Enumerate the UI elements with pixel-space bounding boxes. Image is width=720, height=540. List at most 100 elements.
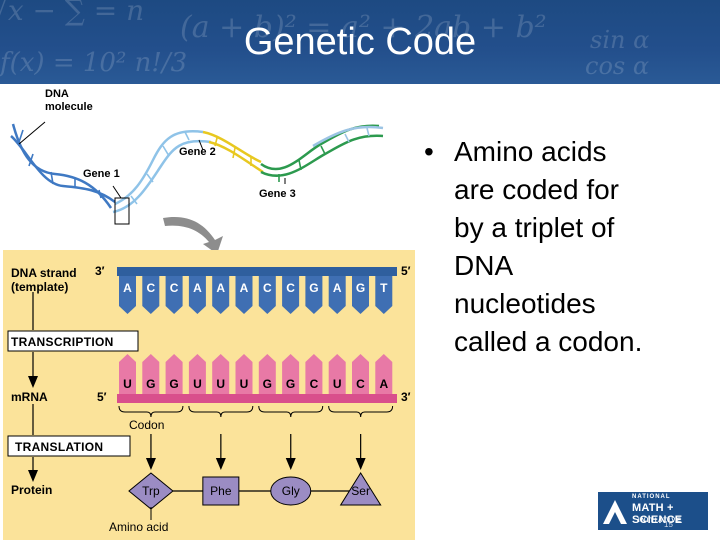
logo-line3: INITIATIVE — [638, 518, 683, 524]
dna-base-letter: A — [193, 281, 202, 295]
mrna-base — [235, 354, 253, 394]
transcription-box — [7, 330, 139, 352]
mrna-base — [212, 354, 230, 394]
mrna-base-letter: U — [193, 377, 202, 391]
dna-base — [165, 276, 183, 314]
mrna-base-letter: C — [310, 377, 319, 391]
prime5-top: 5′ — [401, 264, 411, 278]
dna-base — [258, 276, 276, 314]
decorative-formula: f(x) = 10² n!/3 — [0, 48, 188, 78]
translation-label: TRANSLATION — [15, 440, 104, 454]
dna-base — [305, 276, 323, 314]
mrna-base-letter: C — [356, 377, 365, 391]
amino-acid-name: Phe — [210, 484, 232, 498]
dna-base — [142, 276, 160, 314]
decorative-formula: sin α — [590, 26, 650, 54]
dna-base-letter: G — [309, 281, 318, 295]
dna-base-letter: C — [263, 281, 272, 295]
mrna-base-letter: G — [286, 377, 295, 391]
codon-brace — [328, 405, 394, 418]
codon-braces — [118, 405, 394, 418]
dna-base — [352, 276, 369, 314]
bullet-line: DNA — [454, 250, 514, 281]
amino-acid-name: Ser — [351, 484, 370, 498]
prime5-mrna: 5′ — [97, 390, 107, 404]
codon-brace — [258, 405, 324, 418]
bullet-item: • Amino acids are coded for by a triplet… — [424, 133, 714, 361]
dna-base — [235, 276, 253, 314]
protein-label: Protein — [11, 483, 53, 497]
codon-arrow-head — [215, 458, 226, 470]
dna-base-letter: A — [216, 281, 225, 295]
bullet-line: called a codon. — [454, 326, 643, 357]
prime3-mrna: 3′ — [401, 390, 411, 404]
mrna-base — [305, 354, 323, 394]
dna-strand-label: DNA strand (template) — [11, 266, 77, 294]
mrna-base — [119, 354, 136, 394]
mrna-base — [165, 354, 183, 394]
bullet-dot: • — [424, 136, 434, 167]
dna-strand-bar — [117, 267, 397, 276]
mrna-base — [258, 354, 276, 394]
amino-acid-arrows — [145, 434, 366, 470]
gene-highlight — [114, 197, 130, 225]
mrna-base-letter: G — [263, 377, 272, 391]
mrna-base — [282, 354, 300, 394]
pointer-line — [198, 139, 204, 151]
gene3-label: Gene 3 — [259, 188, 296, 200]
dna-base — [212, 276, 230, 314]
codon-arrow-head — [355, 458, 366, 470]
dna-base — [188, 276, 206, 314]
amino-acid-shape — [339, 472, 382, 506]
codon-arrow-head — [285, 458, 296, 470]
mrna-base — [375, 354, 393, 394]
mrna-base — [352, 354, 369, 394]
dna-base-letter: T — [380, 281, 388, 295]
mrna-label: mRNA — [11, 390, 48, 404]
mrna-base-letter: G — [146, 377, 155, 391]
dna-base — [119, 276, 136, 314]
bullet-list: • Amino acids are coded for by a triplet… — [424, 133, 714, 361]
logo-line2: MATH + SCIENCE — [632, 502, 683, 526]
decorative-formula: (a + b)² = a² + 2ab + b² — [180, 10, 547, 45]
bullet-line: nucleotides — [454, 288, 596, 319]
dna-molecule-label: DNA molecule — [45, 88, 93, 113]
codon-label: Codon — [129, 418, 165, 432]
gene1-label: Gene 1 — [83, 168, 120, 180]
dna-helix — [10, 123, 384, 214]
logo-line1: NATIONAL — [632, 494, 671, 500]
dna-base-letter: A — [240, 281, 249, 295]
amino-acid-label: Amino acid — [109, 520, 169, 534]
codon-arrow-head — [145, 458, 156, 470]
mrna-base-letter: U — [333, 377, 342, 391]
mrna-base-letter: U — [240, 377, 249, 391]
mrna-base-letter: U — [123, 377, 132, 391]
decorative-formula: cos α — [585, 52, 650, 80]
mrna-base — [142, 354, 160, 394]
zoom-arrow — [163, 216, 223, 254]
dna-base-letter: A — [333, 281, 342, 295]
dna-base — [282, 276, 300, 314]
amino-acid-shape — [202, 476, 240, 506]
bullet-line: by a triplet of — [454, 212, 615, 243]
amino-acid-shape — [270, 476, 312, 506]
dna-base-letter: G — [356, 281, 365, 295]
dna-rungs — [18, 127, 370, 205]
mrna-base — [328, 354, 346, 394]
prime3-top: 3′ — [95, 264, 105, 278]
mrna-base-letter: U — [216, 377, 225, 391]
dna-base — [375, 276, 393, 314]
dna-base-letter: C — [286, 281, 295, 295]
nmsi-logo: NATIONAL MATH + SCIENCE INITIATIVE 15 — [598, 492, 708, 530]
bullet-line: Amino acids — [454, 136, 607, 167]
bullet-line: are coded for — [454, 174, 619, 205]
mrna-strand-bar — [117, 394, 397, 403]
nmsi-logo-mark — [603, 500, 627, 524]
page-number: 15 — [664, 520, 673, 529]
codon-brace — [118, 405, 184, 418]
codon-brace — [188, 405, 254, 418]
decorative-formula: √x − ∑ = n — [0, 0, 145, 27]
